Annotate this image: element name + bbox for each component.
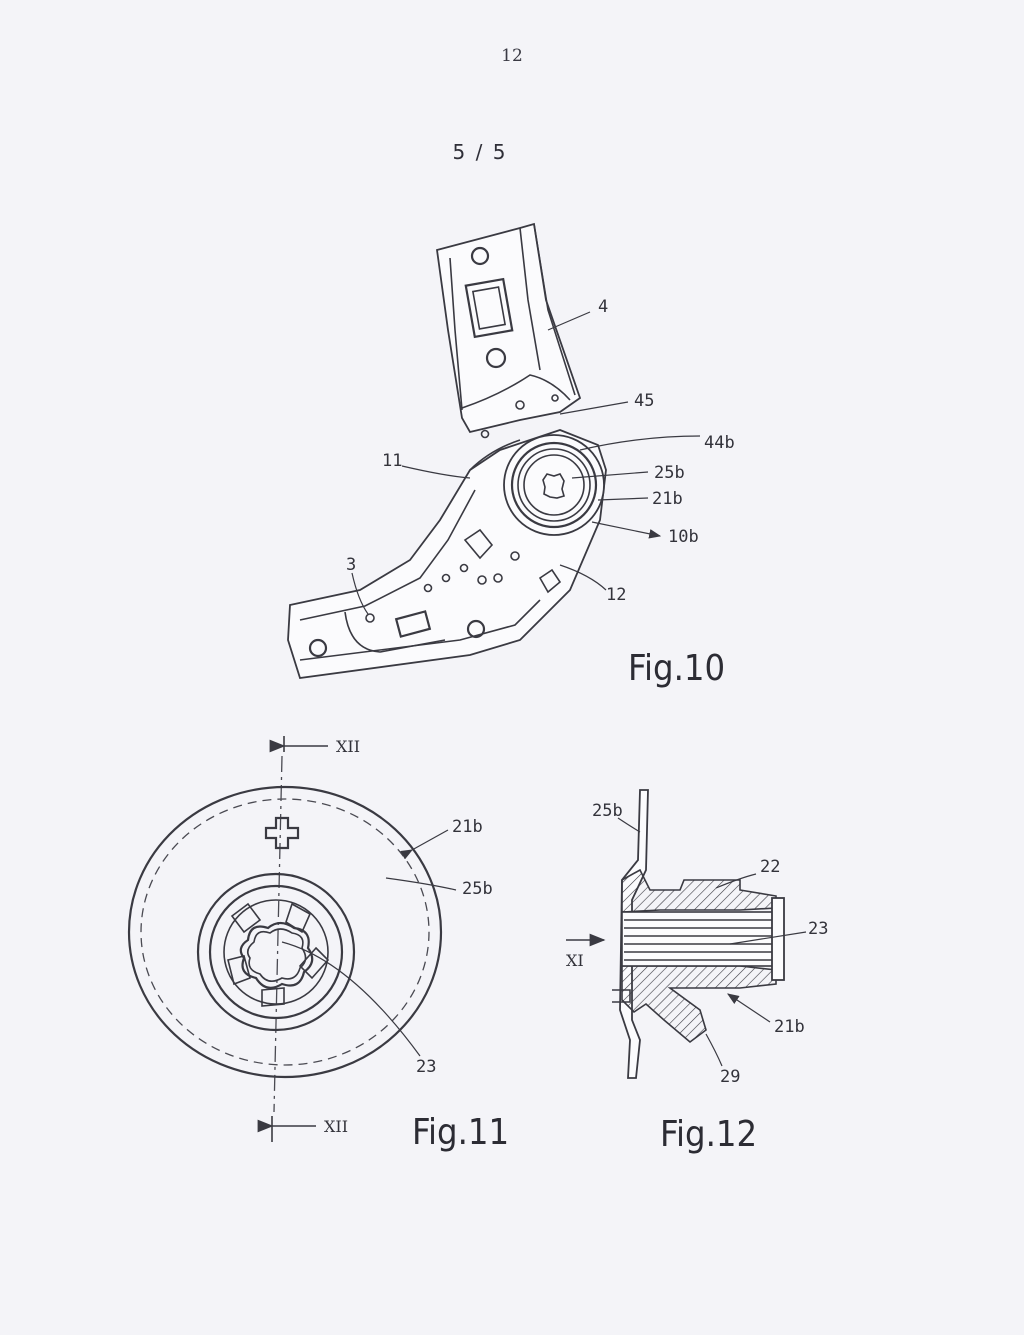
fig10-caption: Fig.10 (628, 648, 725, 689)
fig11-label-25b: 25b (462, 879, 493, 899)
fig12-drawing: XI 25b 22 23 21b 29 Fig.12 (566, 789, 828, 1155)
sheet-number: 5 / 5 (452, 140, 508, 164)
fig10-label-44b: 44b (704, 433, 735, 453)
fig12-sleeve-lower (621, 965, 777, 1044)
fig10-label-11: 11 (382, 451, 402, 471)
page-number: 12 (501, 46, 523, 66)
fig10-drawing: 4 45 44b 11 25b 21b 10b 3 12 Fig.10 (287, 222, 735, 689)
fig10-label-25b: 25b (654, 463, 685, 483)
fig12-label-21b: 21b (774, 1017, 805, 1037)
fig11-label-23: 23 (416, 1057, 436, 1077)
upper-arm-part (435, 222, 582, 434)
fig12-gear-bore (621, 911, 777, 967)
fig11-label-21b: 21b (452, 817, 483, 837)
fig11-caption: Fig.11 (412, 1112, 509, 1153)
fig12-label-29: 29 (720, 1067, 740, 1087)
fig11-section-marker-bottom: XII (324, 1117, 348, 1136)
fig11-section-marker-top: XII (336, 737, 360, 756)
fig12-sleeve-upper (621, 868, 777, 913)
fig11-outer-disk (127, 785, 443, 1079)
fig12-label-23: 23 (808, 919, 828, 939)
fig10-label-45: 45 (634, 391, 654, 411)
fig10-label-4: 4 (598, 297, 608, 317)
fig12-label-22: 22 (760, 857, 780, 877)
fig12-view-marker: XI (566, 951, 584, 970)
fig12-caption: Fig.12 (660, 1114, 757, 1155)
fig10-label-10b: 10b (668, 527, 699, 547)
bearing-disk (503, 434, 605, 536)
fig11-drawing: XII XII (127, 736, 509, 1153)
fig12-label-25b: 25b (592, 801, 623, 821)
fig10-label-3: 3 (346, 555, 356, 575)
fig10-label-12: 12 (606, 585, 626, 605)
fig10-label-21b: 21b (652, 489, 683, 509)
